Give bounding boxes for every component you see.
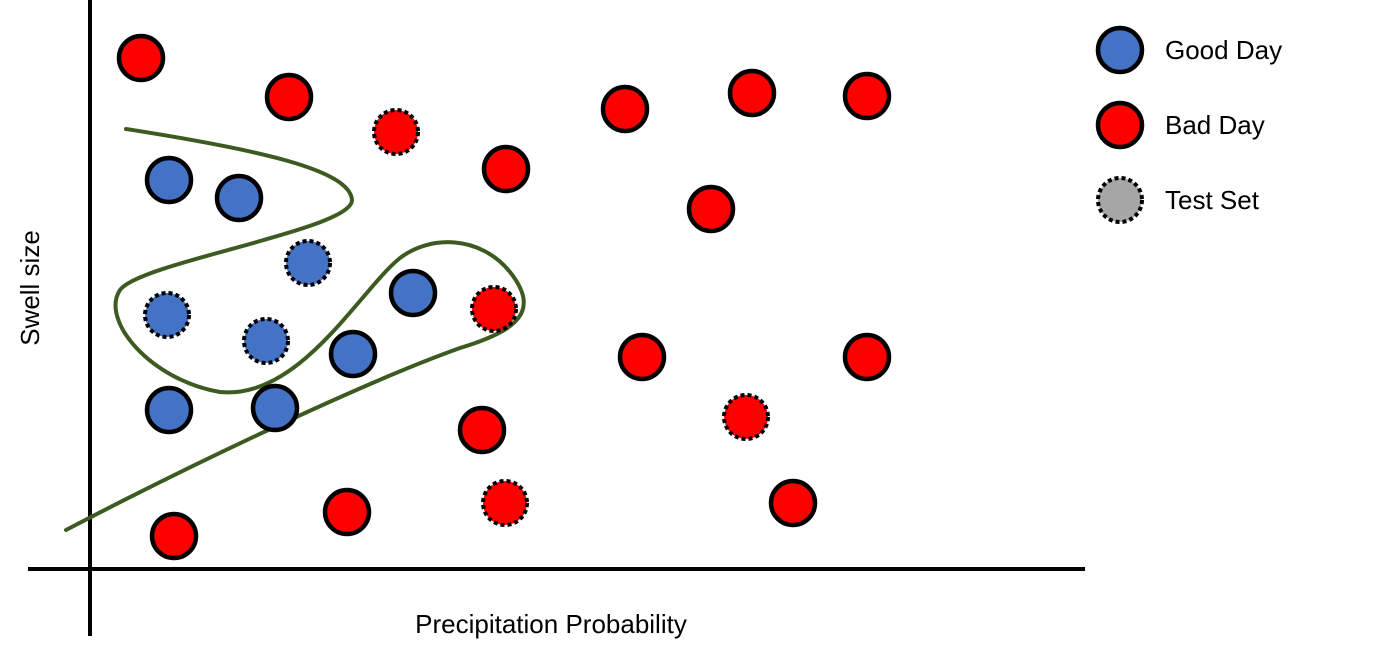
bad-day-point-15: [322, 487, 372, 537]
good-day-point-9: [250, 383, 300, 433]
legend-marker-test: [1096, 176, 1144, 224]
bad-day-point-test-3: [372, 108, 420, 156]
legend-marker-bad: [1095, 100, 1145, 150]
bad-day-point-13: [457, 405, 507, 455]
bad-day-point-17: [149, 511, 199, 561]
y-axis-label: Swell size: [15, 230, 45, 346]
bad-day-point-11: [842, 332, 892, 382]
bad-day-point-4: [481, 144, 531, 194]
bad-day-point-10: [617, 332, 667, 382]
bad-day-point-14: [768, 478, 818, 528]
legend-label-test: Test Set: [1165, 185, 1260, 215]
bad-day-point-7: [842, 71, 892, 121]
bad-day-point-6: [727, 68, 777, 118]
bad-day-point-8: [686, 184, 736, 234]
bad-day-point-test-16: [481, 479, 529, 527]
bad-day-point-1: [116, 33, 166, 83]
decision-boundary: [64, 127, 526, 532]
good-day-point-7: [388, 268, 438, 318]
legend-label-bad: Bad Day: [1165, 110, 1265, 140]
good-day-point-1: [144, 155, 194, 205]
good-day-point-2: [214, 173, 264, 223]
good-day-point-6: [328, 329, 378, 379]
good-day-point-8: [144, 385, 194, 435]
bad-day-point-2: [264, 72, 314, 122]
good-day-point-test-5: [242, 317, 290, 365]
bad-day-point-test-9: [470, 285, 518, 333]
good-day-point-test-4: [143, 291, 191, 339]
bad-day-point-5: [600, 84, 650, 134]
legend-label-good: Good Day: [1165, 35, 1282, 65]
data-points: [116, 33, 892, 561]
good-day-point-test-3: [284, 239, 332, 287]
legend-marker-good: [1095, 25, 1145, 75]
bad-day-point-test-12: [722, 393, 770, 441]
x-axis-label: Precipitation Probability: [415, 609, 687, 639]
